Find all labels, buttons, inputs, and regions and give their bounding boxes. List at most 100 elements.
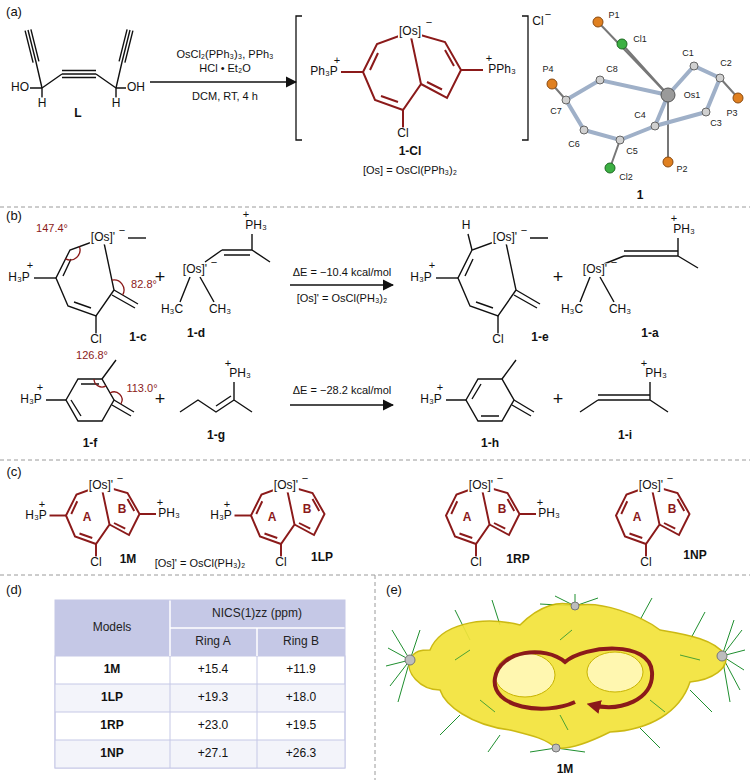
reaction-condition: OsCl₂(PPh₃)₃, PPh₃ (176, 48, 273, 60)
compound-label: 1 (637, 189, 644, 202)
ring-label: B (498, 503, 507, 516)
charge-sign: + (334, 55, 340, 66)
ring-label: B (303, 503, 312, 516)
atom-label: [Os]' (88, 479, 114, 492)
compound-label: 1RP (506, 553, 529, 566)
atom-label: H₃C (560, 303, 584, 316)
model-structure (46, 360, 134, 421)
compound-label: 1-f (83, 437, 98, 450)
charge-sign: + (27, 260, 33, 271)
charge-sign: + (486, 53, 492, 64)
ring-label: B (118, 503, 127, 516)
atom-label: OH (126, 81, 146, 94)
plus-sign: + (553, 390, 564, 410)
atom-label: [Os]' (492, 231, 518, 244)
atom-label: H₃P (419, 393, 443, 406)
model-structure (180, 234, 270, 302)
compound-label: 1M (120, 553, 137, 566)
table-cell: 1M (104, 663, 121, 676)
charge-sign: − (426, 17, 432, 28)
reaction-arrow (150, 81, 296, 82)
panel-letter: (b) (6, 209, 22, 223)
charge-sign: + (157, 497, 163, 508)
charge-sign: + (641, 358, 647, 369)
reaction-condition: [Os]' = OsCl(PH₃)₂ (155, 557, 246, 569)
atom-label: Cl (469, 556, 482, 569)
compound-label: L (74, 107, 81, 120)
crystal-atom-label: P1 (608, 11, 619, 21)
atom-label: PH₃ (672, 223, 696, 236)
crystal-atom-label: Cl2 (619, 173, 633, 183)
compound-label: 1-a (641, 327, 658, 340)
charge-sign: + (37, 382, 43, 393)
atom-label: [Os] (398, 25, 422, 38)
crystal-atom-label: Os1 (684, 91, 701, 101)
charge-sign: − (667, 473, 673, 484)
table-header: Models (93, 621, 132, 634)
compound-label: 1-e (531, 331, 548, 344)
acid-plot (386, 594, 745, 752)
table-cell: +19.3 (198, 691, 228, 704)
charge-sign: − (521, 225, 527, 236)
model-structure (446, 360, 668, 421)
crystal-atom-label: P2 (676, 165, 687, 175)
charge-sign: − (211, 257, 217, 268)
atom-label: H (461, 219, 472, 232)
atom-label: PH₃ (644, 367, 668, 380)
compound-label: 1-d (187, 327, 205, 340)
table-cell: +19.5 (286, 719, 316, 732)
crystal-atom-label: P4 (542, 65, 553, 75)
reaction-arrow (290, 284, 393, 285)
reaction-arrow (290, 404, 393, 405)
atom-label: PH₃ (537, 507, 561, 520)
crystal-atom-label: Cl1 (633, 35, 647, 45)
charge-sign: + (671, 213, 677, 224)
atom-label: H₃C (160, 303, 184, 316)
table-cell: +27.1 (198, 747, 228, 760)
charge-sign: − (302, 473, 308, 484)
bond-angle: 147.4° (35, 222, 69, 234)
crystal-atom-label: C6 (568, 140, 580, 150)
panel-letter: (a) (6, 5, 22, 19)
table-cell: +26.3 (286, 747, 316, 760)
table-header: NICS(1)zz (ppm) (212, 607, 302, 620)
ring-label: A (268, 511, 277, 524)
atom-label: Cl (396, 127, 409, 140)
atom-label: CH₃ (208, 303, 232, 316)
atom-label: Cl (89, 556, 102, 569)
crystal-atom-label: C7 (550, 107, 562, 117)
table-cell: +23.0 (198, 719, 228, 732)
crystal-atom-label: C4 (634, 111, 646, 121)
atom-label: PH₃ (157, 507, 181, 520)
atom-label: Cl (274, 556, 287, 569)
atom-label: Cl (639, 556, 652, 569)
table-header: Ring A (195, 635, 230, 648)
atom-label: H₃P (24, 509, 48, 522)
charge-sign: + (537, 497, 543, 508)
bracket (296, 16, 528, 140)
charge-sign: − (497, 473, 503, 484)
charge-sign: − (545, 9, 551, 20)
compound-label: 1M (557, 763, 574, 776)
ring-label: A (463, 511, 472, 524)
ring-label: A (83, 511, 92, 524)
panel-letter: (e) (386, 583, 402, 597)
table-header: Ring B (283, 635, 319, 648)
atom-label: [Os]' (90, 231, 116, 244)
atom-label: H₃P (19, 393, 43, 406)
reaction-condition: ΔE = −28.2 kcal/mol (293, 384, 391, 396)
model-structure (580, 238, 698, 302)
atom-label: H₃P (209, 509, 233, 522)
panel-separator (0, 207, 750, 780)
compound-label: 1-c (129, 331, 146, 344)
atom-label: H₃P (409, 271, 433, 284)
osmapentalene-structure (341, 32, 483, 128)
compound-label: 1NP (683, 549, 706, 562)
charge-sign: + (429, 260, 435, 271)
bond-angle: 113.0° (125, 382, 158, 394)
charge-sign: − (611, 257, 617, 268)
atom-label: H (111, 97, 122, 110)
atom-label: [Os]' (182, 263, 208, 276)
data-table (55, 600, 345, 768)
